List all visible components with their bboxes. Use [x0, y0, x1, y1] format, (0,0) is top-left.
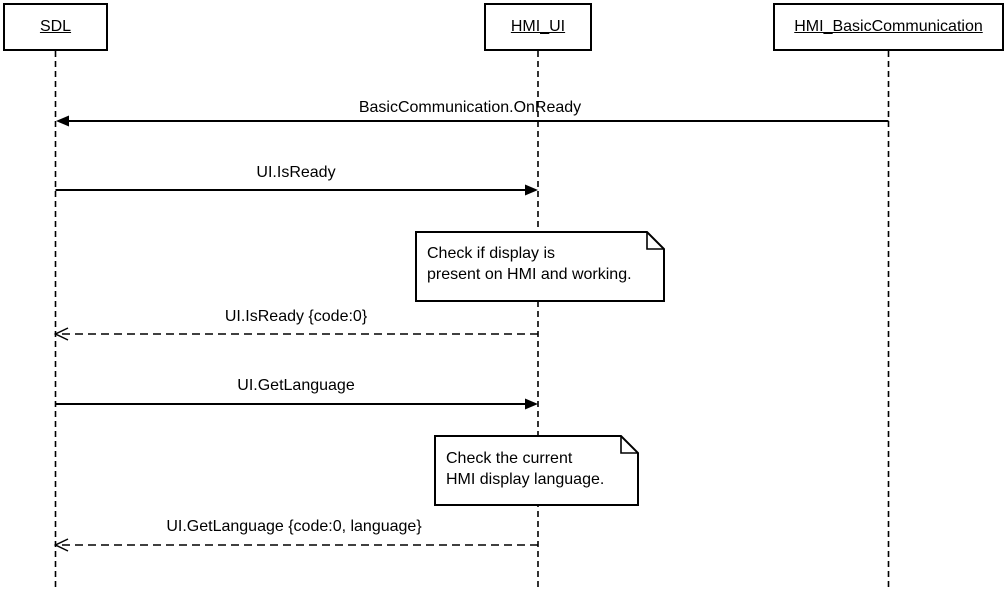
note-text-language-check: Check the current HMI display language. [446, 448, 604, 490]
message-label-getlanguage: UI.GetLanguage [237, 377, 355, 394]
message-arrow-isready-response [53, 327, 538, 341]
note-line: HMI display language. [446, 471, 605, 488]
actor-label-sdl: SDL [39, 18, 72, 35]
note-line: present on HMI and working. [427, 266, 632, 283]
message-label-getlanguage-response: UI.GetLanguage {code:0, language} [166, 518, 422, 535]
message-label-isready-response: UI.IsReady {code:0} [224, 308, 368, 325]
message-arrow-onready [56, 115, 889, 127]
note-shape-display-check [415, 231, 665, 302]
message-label-isready: UI.IsReady [256, 164, 336, 181]
actor-box-sdl: SDL [3, 3, 108, 51]
note-text-display-check: Check if display is present on HMI and w… [427, 243, 632, 285]
message-label-onready: BasicCommunication.OnReady [358, 99, 582, 116]
note-line: Check the current [446, 450, 573, 467]
actor-box-hmi-ui: HMI_UI [484, 3, 592, 51]
message-arrow-getlanguage-response [53, 538, 538, 552]
message-arrow-isready [55, 184, 538, 196]
actor-box-hmi-basiccommunication: HMI_BasicCommunication [773, 3, 1004, 51]
note-shape-language-check [434, 435, 639, 506]
message-arrow-getlanguage [55, 398, 538, 410]
note-line: Check if display is [427, 245, 556, 262]
actor-label-hmi-basiccommunication: HMI_BasicCommunication [794, 18, 983, 35]
actor-label-hmi-ui: HMI_UI [510, 18, 566, 35]
